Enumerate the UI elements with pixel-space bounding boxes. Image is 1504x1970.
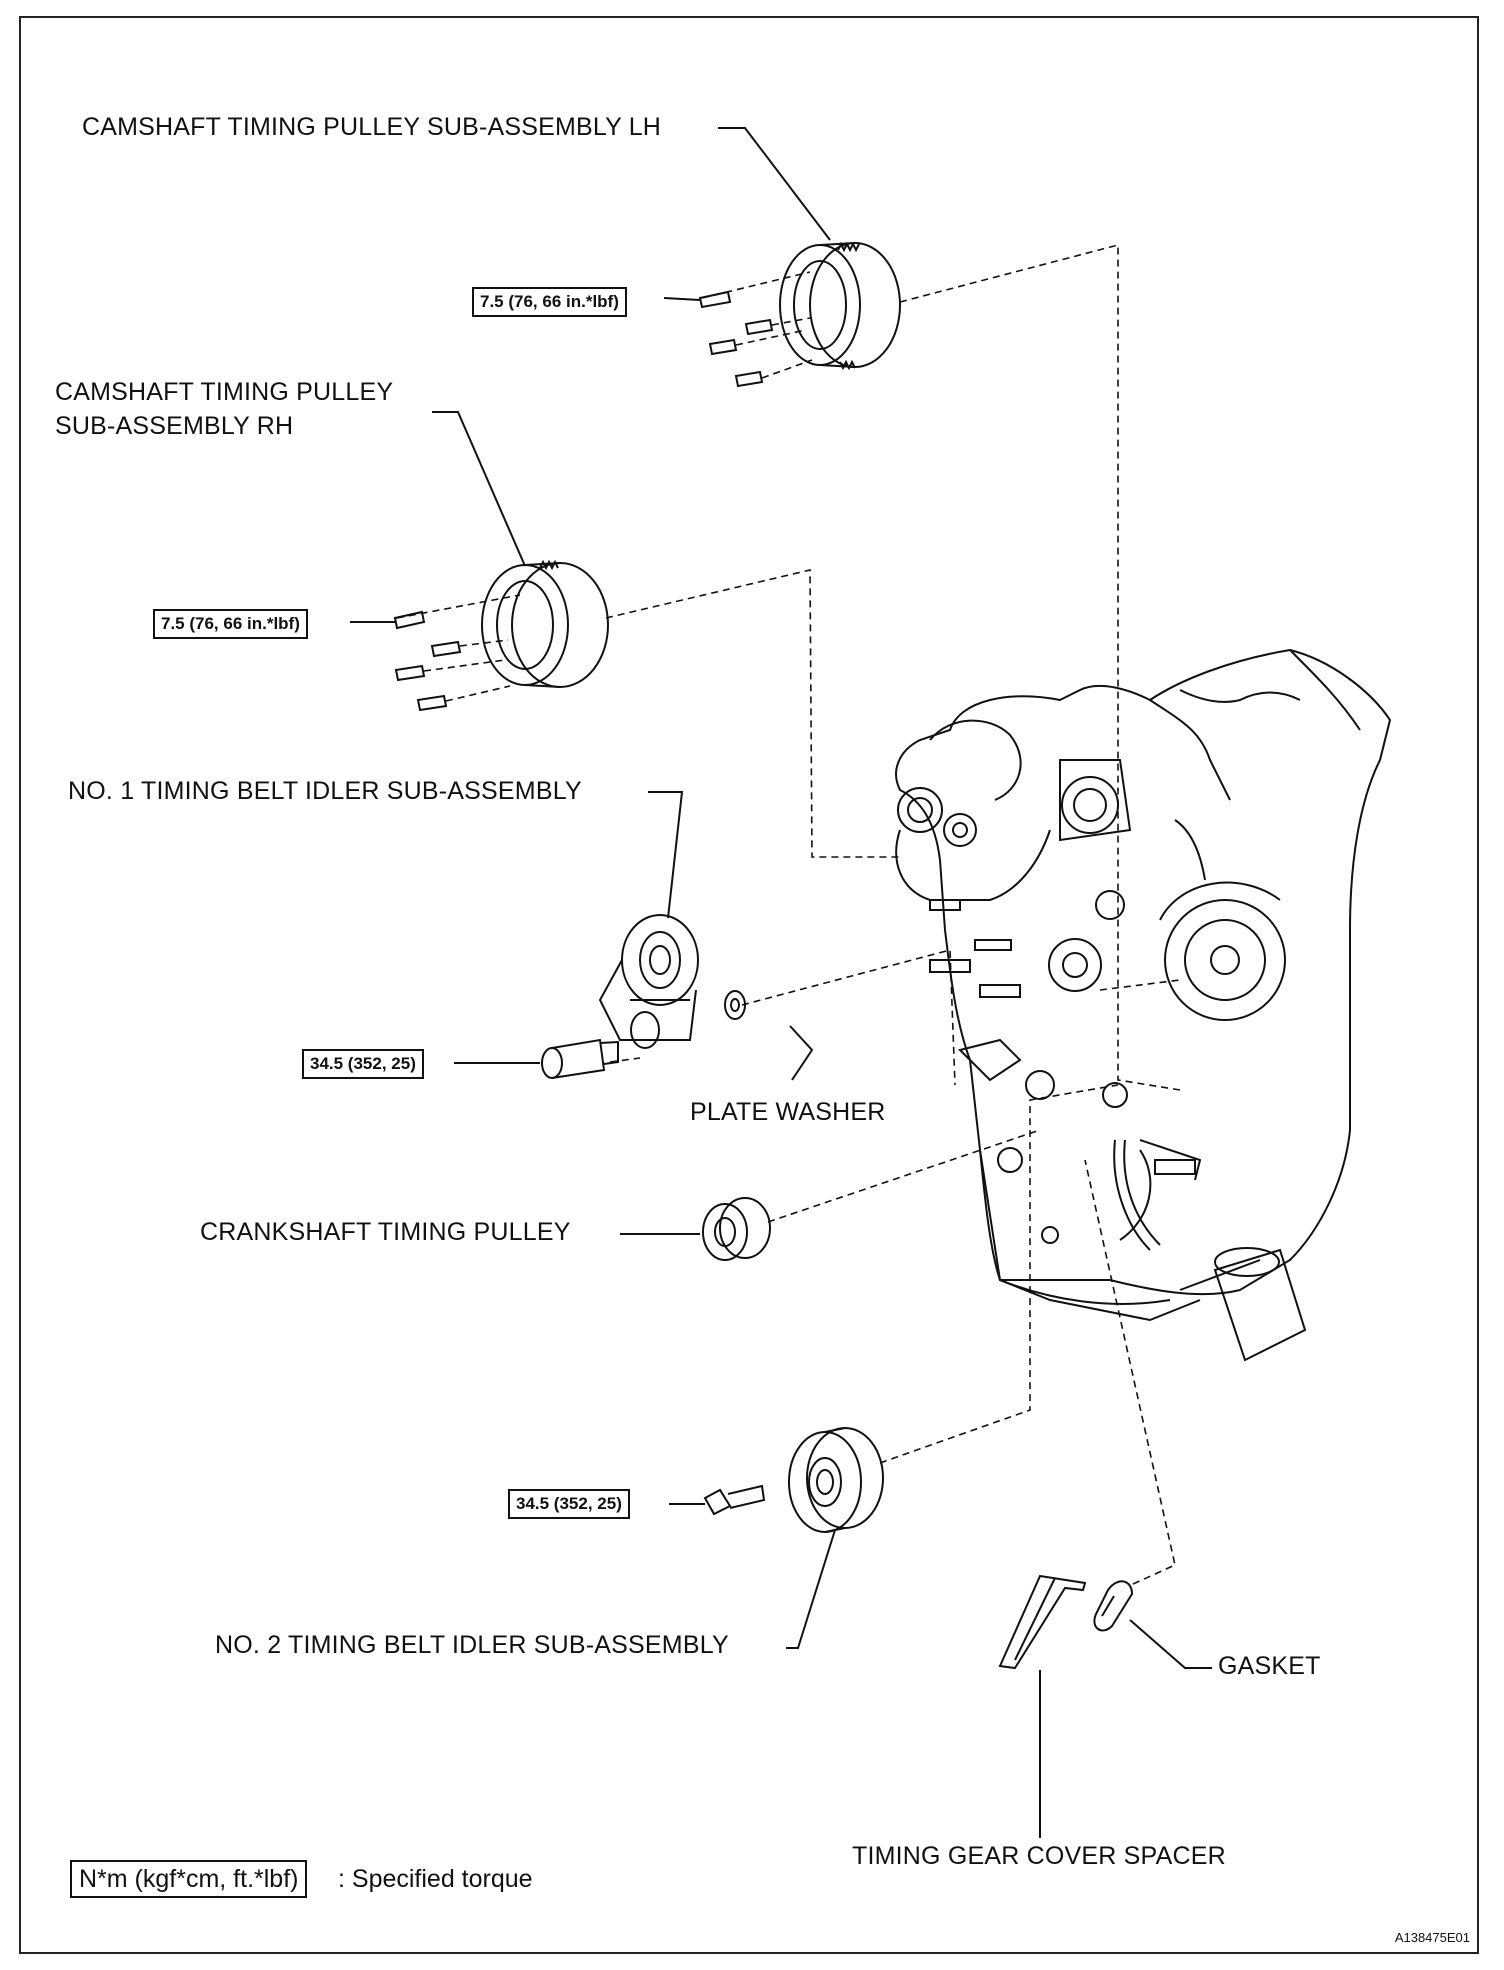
- label-gasket: GASKET: [1218, 1652, 1321, 1680]
- torque-cam-lh: 7.5 (76, 66 in.*lbf): [472, 287, 627, 317]
- leader-lines: [350, 127, 1212, 1838]
- no2-timing-belt-idler: [788, 1427, 884, 1533]
- torque-idler1: 34.5 (352, 25): [302, 1049, 424, 1079]
- crankshaft-timing-pulley: [702, 1197, 771, 1261]
- legend-torque-text: : Specified torque: [338, 1865, 533, 1893]
- legend-torque-box: N*m (kgf*cm, ft.*lbf): [70, 1860, 308, 1898]
- label-camshaft-pulley-rh-line1: CAMSHAFT TIMING PULLEY: [55, 378, 394, 406]
- label-no1-idler: NO. 1 TIMING BELT IDLER SUB-ASSEMBLY: [68, 777, 582, 805]
- figure-frame: [19, 16, 1479, 1954]
- torque-idler2: 34.5 (352, 25): [508, 1489, 630, 1519]
- cam-rh-bolts: [393, 610, 462, 712]
- label-plate-washer: PLATE WASHER: [690, 1098, 886, 1126]
- idler1-bolt: [541, 1038, 619, 1079]
- label-timing-gear-cover-spacer: TIMING GEAR COVER SPACER: [852, 1842, 1226, 1870]
- timing-gear-cover-spacer: [998, 1574, 1087, 1670]
- gasket-part: [1093, 1580, 1134, 1632]
- camshaft-timing-pulley-lh: [779, 241, 901, 371]
- label-camshaft-pulley-lh: CAMSHAFT TIMING PULLEY SUB-ASSEMBLY LH: [82, 113, 662, 141]
- camshaft-timing-pulley-rh: [481, 559, 609, 688]
- label-no2-idler: NO. 2 TIMING BELT IDLER SUB-ASSEMBLY: [215, 1631, 729, 1659]
- figure-code: A138475E01: [1394, 1930, 1470, 1945]
- alignment-lines: [396, 243, 1181, 1585]
- idler2-bolt: [703, 1484, 766, 1516]
- torque-cam-rh: 7.5 (76, 66 in.*lbf): [153, 609, 308, 639]
- no1-timing-belt-idler: [598, 914, 746, 1049]
- label-camshaft-pulley-rh-line2: SUB-ASSEMBLY RH: [55, 412, 294, 440]
- engine-block: [895, 648, 1392, 1362]
- label-crankshaft-pulley: CRANKSHAFT TIMING PULLEY: [200, 1218, 571, 1246]
